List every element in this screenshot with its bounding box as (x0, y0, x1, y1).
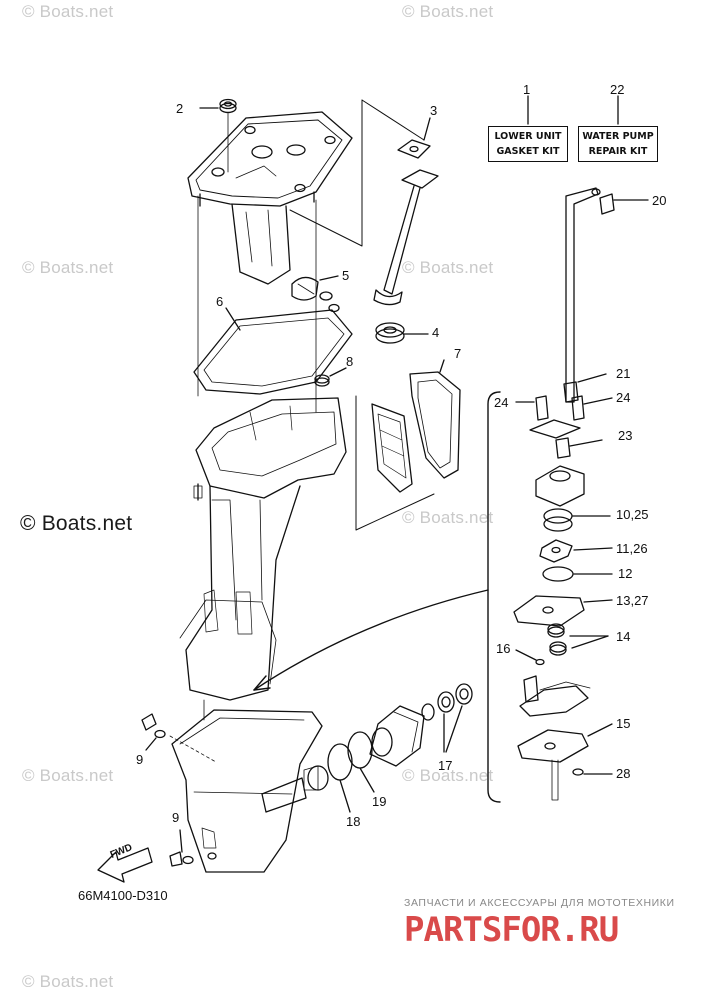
callout-9: 9 (172, 810, 180, 825)
part-28-washer (572, 768, 613, 776)
callout-12: 12 (618, 566, 633, 581)
upper-casing-cover-part (187, 111, 353, 285)
watermark: © Boats.net (22, 258, 114, 277)
watermark: © Boats.net (402, 258, 494, 277)
part-14-seals (547, 623, 609, 656)
callout-2: 2 (176, 101, 184, 116)
callout-10-25: 10,25 (616, 507, 649, 522)
callout-23: 23 (618, 428, 633, 443)
part-7-rubber-seal (371, 359, 461, 493)
part-9-bolt-washer-top (141, 713, 166, 751)
callout-21: 21 (616, 366, 631, 381)
part-13-plate (513, 595, 613, 627)
callout-15: 15 (616, 716, 631, 731)
callout-4: 4 (432, 325, 440, 340)
callout-1: 1 (523, 82, 531, 97)
watermark: © Boats.net (402, 766, 494, 785)
callout-24: 24 (494, 395, 509, 410)
kit-label-line: GASKET KIT (496, 146, 560, 157)
callout-5: 5 (342, 268, 350, 283)
callout-11-26: 11,26 (616, 541, 648, 556)
part-15-outer-plate (517, 675, 613, 801)
callout-17: 17 (438, 758, 453, 773)
watermark: © Boats.net (402, 508, 494, 527)
part-18-19-oring-bushing (303, 705, 425, 813)
watermark: © Boats.net (22, 972, 114, 991)
watermark: © Boats.net (22, 766, 114, 785)
callout-16: 16 (496, 641, 511, 656)
callout-24: 24 (616, 390, 631, 405)
part-9-bolt-washer-bottom (169, 829, 194, 867)
part-3-water-tube (373, 117, 439, 306)
callout-19: 19 (372, 794, 387, 809)
diagram-code: 66M4100-D310 (78, 888, 168, 903)
part-11-impeller (539, 539, 613, 563)
callout-28: 28 (616, 766, 631, 781)
kit-label-line: REPAIR KIT (588, 146, 648, 157)
water-pump-repair-kit-box: WATER PUMP REPAIR KIT (578, 126, 658, 162)
part-5-thermostat (291, 275, 340, 313)
part-24-bolts (515, 395, 613, 421)
part-12-oring (542, 566, 613, 582)
callout-3: 3 (430, 103, 438, 118)
upper-casing-part (179, 397, 347, 701)
fwd-arrow-icon (97, 847, 153, 883)
part-10-insert-cartridge (543, 508, 611, 532)
watermark: © Boats.net (22, 2, 114, 21)
kit-label-line: LOWER UNIT (494, 131, 562, 142)
part-4-grommet (375, 322, 429, 344)
part-6-gasket (193, 307, 353, 395)
kit-label-line: WATER PUMP (582, 131, 654, 142)
promo-tagline: ЗАПЧАСТИ И АКСЕССУАРЫ ДЛЯ МОТОТЕХНИКИ (404, 897, 675, 909)
callout-7: 7 (454, 346, 462, 361)
callout-9: 9 (136, 752, 144, 767)
callout-6: 6 (216, 294, 224, 309)
promo-logo: PARTSFOR.RU (404, 910, 619, 950)
part-2-seal (199, 98, 237, 173)
part-8-seal (314, 367, 347, 387)
watermark-large: © Boats.net (20, 512, 133, 535)
part-17-seals (421, 683, 473, 753)
callout-13-27: 13,27 (616, 593, 649, 608)
lower-unit-part (169, 709, 323, 873)
part-20-tube (565, 187, 649, 403)
callout-22: 22 (610, 82, 625, 97)
callout-18: 18 (346, 814, 361, 829)
lower-unit-gasket-kit-box: LOWER UNIT GASKET KIT (488, 126, 568, 162)
callout-14: 14 (616, 629, 631, 644)
callout-20: 20 (652, 193, 667, 208)
callout-8: 8 (346, 354, 354, 369)
part-21-bolt-sleeve (563, 373, 607, 403)
part-16-washer (515, 649, 545, 666)
part-23-pump-housing (529, 419, 603, 507)
watermark: © Boats.net (402, 2, 494, 21)
